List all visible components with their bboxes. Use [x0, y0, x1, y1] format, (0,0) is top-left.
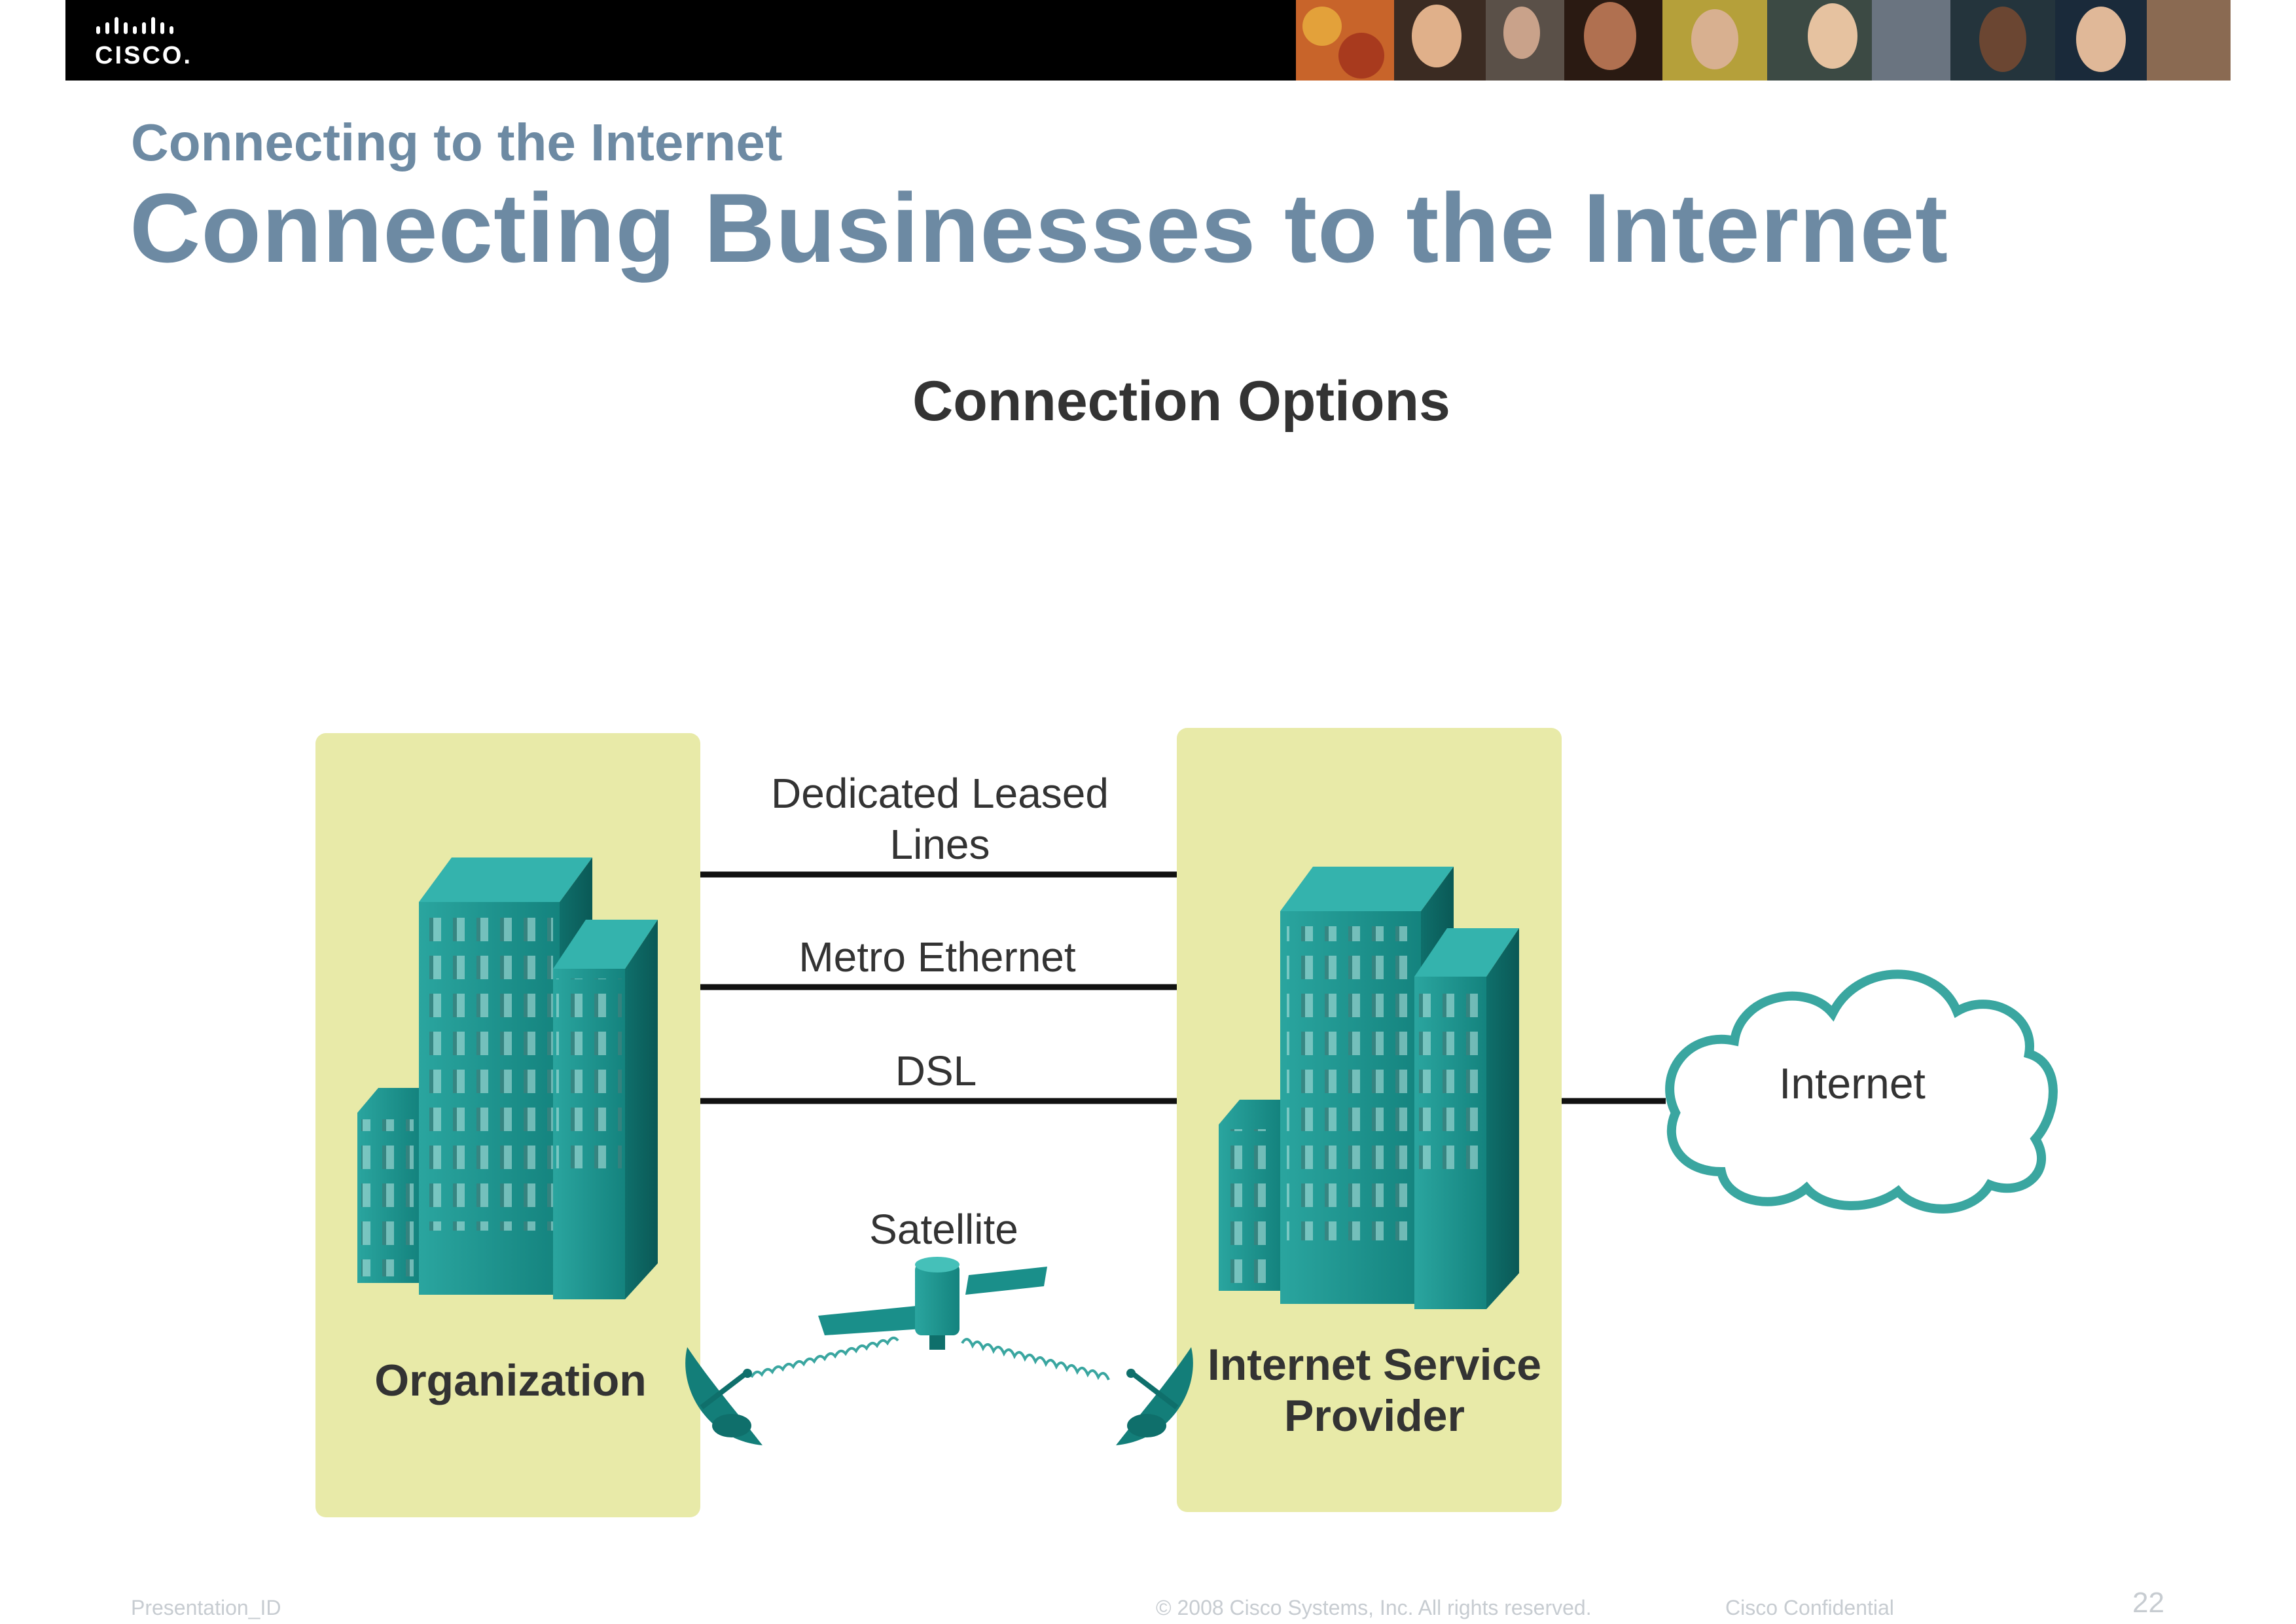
footer-presentation-id: Presentation_ID: [131, 1596, 281, 1619]
slide-title: Connecting Businesses to the Internet: [130, 173, 1949, 283]
page-number: 22: [2132, 1587, 2164, 1619]
isp-satellite-dish-icon: [1116, 1347, 1193, 1445]
dsl-label: DSL: [895, 1047, 977, 1094]
photo-strip: [1296, 0, 2231, 81]
satellite-icon: [818, 1257, 1047, 1350]
org-satellite-dish-icon: [685, 1347, 762, 1445]
internet-label: Internet: [1779, 1059, 1926, 1108]
org-signal-wave: [750, 1336, 899, 1379]
leased-line-label-2: Lines: [890, 821, 990, 868]
isp-building-icon: [1219, 867, 1519, 1309]
internet-cloud-icon: [1665, 969, 2058, 1214]
isp-signal-wave: [961, 1338, 1110, 1380]
isp-label-line-1: Internet Service: [1208, 1340, 1541, 1390]
footer-confidential: Cisco Confidential: [1725, 1596, 1894, 1619]
leased-line-label-1: Dedicated Leased: [771, 770, 1109, 817]
isp-label-line-2: Provider: [1284, 1391, 1465, 1441]
cisco-bridge-icon: [96, 17, 173, 34]
slide-subtitle: Connecting to the Internet: [131, 113, 783, 171]
footer-copyright: © 2008 Cisco Systems, Inc. All rights re…: [1156, 1596, 1592, 1619]
diagram-heading: Connection Options: [912, 370, 1450, 433]
organization-building-icon: [357, 857, 658, 1299]
metro-ethernet-label: Metro Ethernet: [798, 933, 1076, 981]
cisco-wordmark: CISCO.: [95, 42, 192, 69]
satellite-label: Satellite: [869, 1206, 1018, 1253]
header-bar: CISCO.: [65, 0, 2231, 81]
organization-label: Organization: [374, 1356, 647, 1405]
cisco-logo: CISCO.: [95, 14, 193, 69]
